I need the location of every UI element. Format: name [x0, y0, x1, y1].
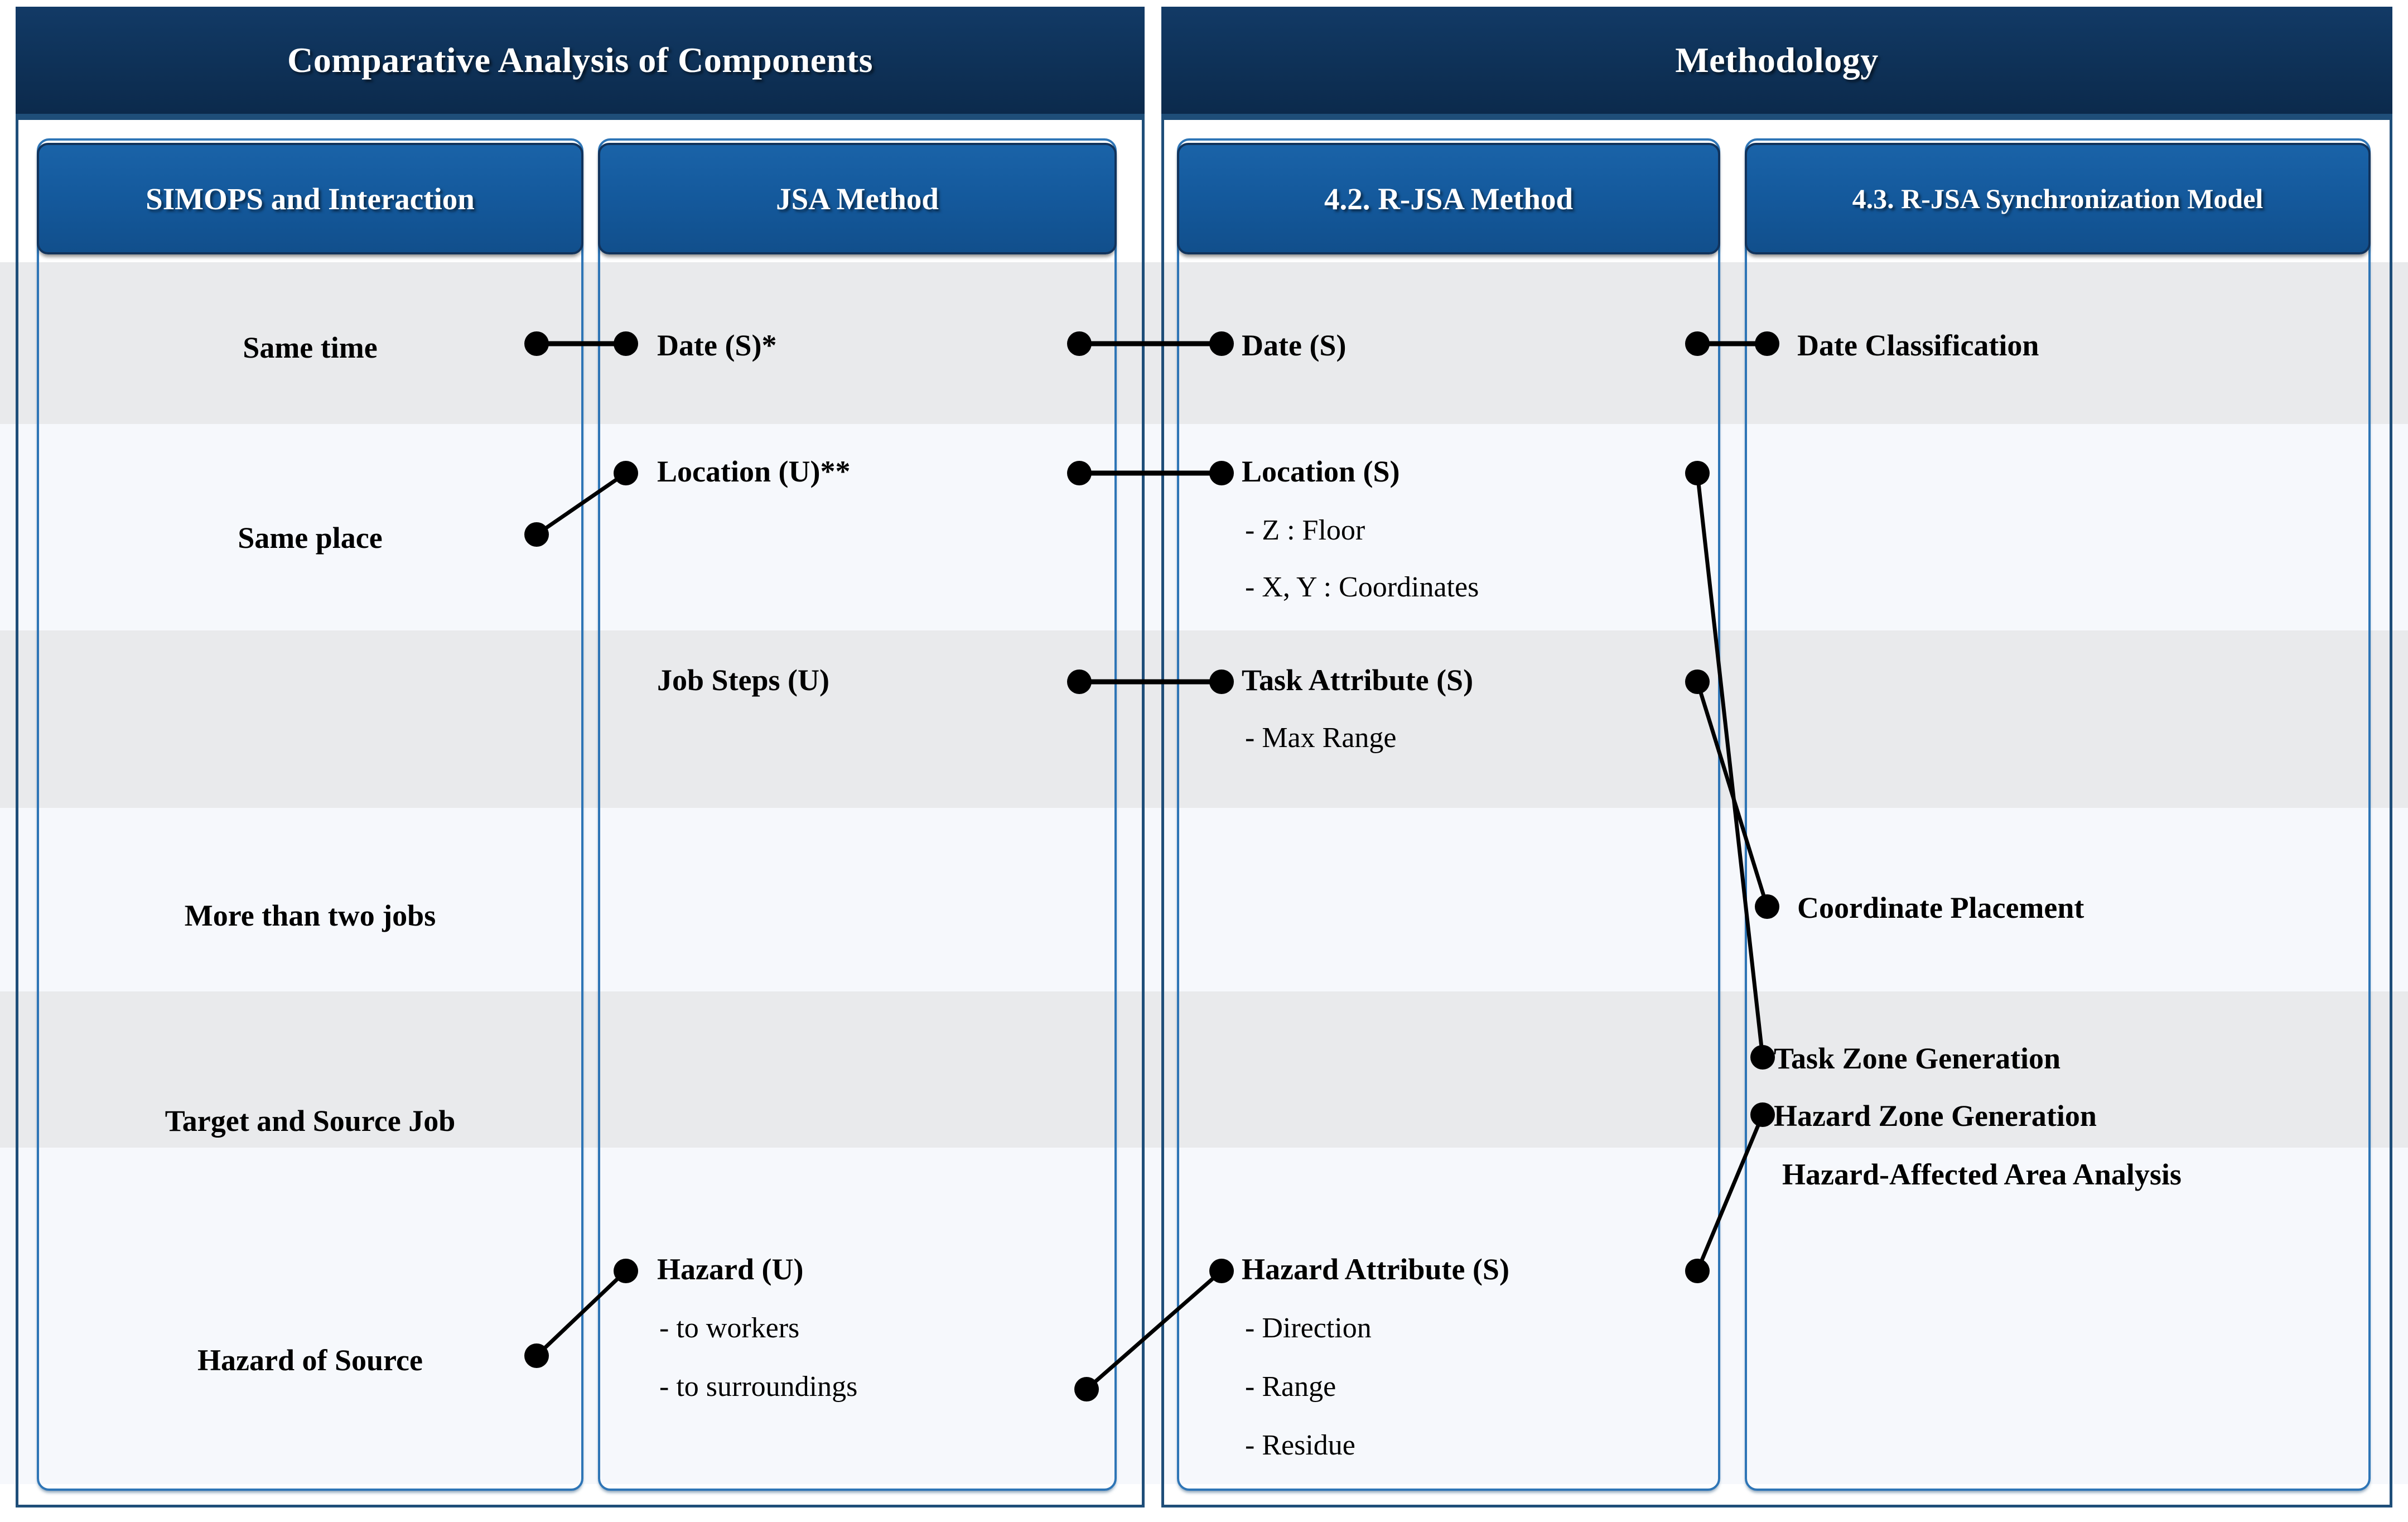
- row-stripe-4: [0, 808, 2408, 991]
- sync-item-hazard-affected-area-analysis: Hazard-Affected Area Analysis: [1782, 1158, 2182, 1191]
- column-header-rjsa[interactable]: 4.2. R-JSA Method: [1177, 143, 1720, 254]
- row-label-same-time: Same time: [243, 331, 378, 364]
- rjsa-item-location-sub-0: - Z : Floor: [1245, 514, 1365, 546]
- sync-item-hazard-zone-generation: Hazard Zone Generation: [1774, 1099, 2097, 1133]
- rjsa-item-task-attribute-sub-0: - Max Range: [1245, 722, 1397, 754]
- column-header-jsa[interactable]: JSA Method: [598, 143, 1117, 254]
- rjsa-item-hazard-attribute: Hazard Attribute (S): [1242, 1253, 1509, 1286]
- row-stripe-3: [0, 630, 2408, 808]
- group-header-methodology: Methodology: [1161, 7, 2392, 117]
- jsa-item-date: Date (S)*: [657, 329, 777, 362]
- column-panel-simops: [37, 138, 583, 1491]
- row-stripe-2: [0, 424, 2408, 630]
- row-label-target-and-source-job: Target and Source Job: [165, 1104, 456, 1138]
- jsa-item-job-steps: Job Steps (U): [657, 663, 830, 697]
- group-box-comparative: [16, 117, 1145, 1507]
- rjsa-item-hazard-attribute-sub-2: - Residue: [1245, 1429, 1355, 1461]
- rjsa-item-location: Location (S): [1242, 455, 1400, 488]
- jsa-item-hazard-sub-0: - to workers: [659, 1312, 800, 1344]
- group-title-comparative: Comparative Analysis of Components: [287, 40, 873, 80]
- column-header-syncmod[interactable]: 4.3. R-JSA Synchronization Model: [1745, 143, 2371, 254]
- jsa-item-hazard: Hazard (U): [657, 1253, 804, 1286]
- group-box-methodology: [1161, 117, 2392, 1507]
- rjsa-item-date: Date (S): [1242, 329, 1347, 362]
- rjsa-item-location-sub-1: - X, Y : Coordinates: [1245, 571, 1479, 603]
- row-label-same-place: Same place: [238, 521, 383, 555]
- jsa-item-location: Location (U)**: [657, 455, 851, 488]
- jsa-item-hazard-sub-1: - to surroundings: [659, 1371, 858, 1403]
- column-header-syncmod-label: 4.3. R-JSA Synchronization Model: [1852, 183, 2264, 214]
- rjsa-item-hazard-attribute-sub-0: - Direction: [1245, 1312, 1372, 1344]
- column-header-simops[interactable]: SIMOPS and Interaction: [37, 143, 583, 254]
- row-label-more-than-two-jobs: More than two jobs: [184, 899, 436, 932]
- column-panel-jsa: [598, 138, 1117, 1491]
- sync-item-coordinate-placement: Coordinate Placement: [1797, 891, 2084, 924]
- group-header-comparative: Comparative Analysis of Components: [16, 7, 1145, 117]
- sync-item-task-zone-generation: Task Zone Generation: [1774, 1042, 2061, 1075]
- row-stripe-5: [0, 991, 2408, 1148]
- group-title-methodology: Methodology: [1675, 40, 1879, 80]
- column-header-jsa-label: JSA Method: [776, 181, 939, 216]
- rjsa-item-hazard-attribute-sub-1: - Range: [1245, 1371, 1336, 1403]
- sync-item-date-classification: Date Classification: [1797, 329, 2039, 362]
- row-label-hazard-of-source: Hazard of Source: [197, 1343, 423, 1377]
- column-header-rjsa-label: 4.2. R-JSA Method: [1324, 181, 1574, 216]
- column-header-simops-label: SIMOPS and Interaction: [146, 181, 475, 216]
- rjsa-item-task-attribute: Task Attribute (S): [1242, 663, 1474, 697]
